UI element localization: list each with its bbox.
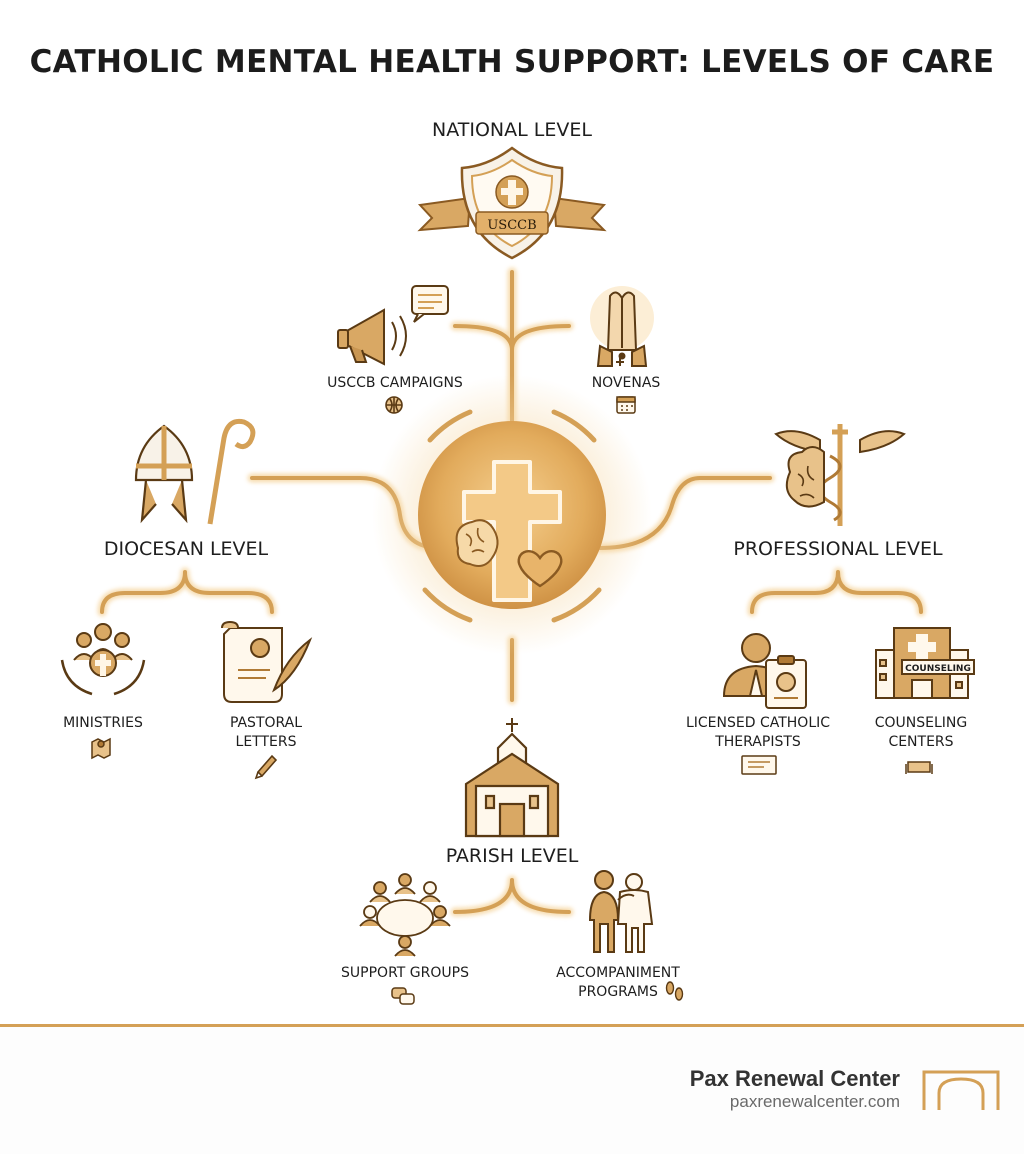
building-icon: COUNSELING: [875, 627, 975, 699]
shield-icon: USCCB: [417, 146, 607, 260]
megaphone-icon: [337, 285, 449, 366]
shield-text: USCCB: [487, 218, 536, 233]
scroll-quill-icon: [221, 620, 313, 703]
levels-diagram: USCCB: [60, 119, 975, 1005]
footer: [0, 1027, 1024, 1154]
counseling-centers-line1: COUNSELING: [875, 715, 968, 731]
praying-hands-icon: [590, 286, 654, 367]
two-people-icon: [588, 870, 654, 953]
pen-icon: [254, 754, 278, 780]
counseling-sign: COUNSELING: [905, 664, 971, 674]
usccb-campaigns-label: USCCB CAMPAIGNS: [327, 375, 463, 391]
brand-name: Pax Renewal Center: [689, 1066, 900, 1091]
globe-icon: [385, 396, 403, 414]
pastoral-letters-line2: LETTERS: [236, 734, 297, 750]
novenas-label: NOVENAS: [592, 375, 661, 391]
brand-url: paxrenewalcenter.com: [729, 1092, 900, 1111]
pastoral-letters-line1: PASTORAL: [230, 715, 302, 731]
cross-brain-heart-icon: [372, 375, 652, 655]
national-level-label: NATIONAL LEVEL: [432, 119, 592, 141]
mitre-crozier-icon: [134, 418, 256, 525]
speech-bubbles-icon: [391, 987, 415, 1005]
footer-divider: [0, 1024, 1024, 1027]
footprints-icon: [665, 981, 684, 1001]
ministries-label: MINISTRIES: [63, 715, 143, 731]
group-circle-icon: [359, 873, 451, 957]
accompaniment-line2: PROGRAMS: [578, 984, 658, 1000]
calendar-icon: [616, 396, 636, 414]
accompaniment-line1: ACCOMPANIMENT: [556, 965, 680, 981]
support-groups-label: SUPPORT GROUPS: [341, 965, 469, 981]
professional-level-label: PROFESSIONAL LEVEL: [733, 538, 943, 560]
page-title: CATHOLIC MENTAL HEALTH SUPPORT: LEVELS O…: [29, 44, 995, 80]
licensed-therapists-line1: LICENSED CATHOLIC: [686, 715, 830, 731]
parish-level-label: PARISH LEVEL: [446, 845, 579, 867]
certificate-icon: [741, 755, 777, 775]
couch-icon: [905, 761, 933, 774]
therapist-icon: [722, 633, 807, 709]
arch-logo-icon: [922, 1070, 1000, 1110]
diocesan-level-label: DIOCESAN LEVEL: [104, 538, 269, 560]
licensed-therapists-line2: THERAPISTS: [714, 734, 801, 750]
caduceus-brain-icon: [774, 424, 906, 526]
counseling-centers-line2: CENTERS: [888, 734, 953, 750]
church-icon: [464, 718, 560, 838]
community-hands-icon: [60, 623, 146, 696]
map-pin-icon: [91, 737, 111, 760]
